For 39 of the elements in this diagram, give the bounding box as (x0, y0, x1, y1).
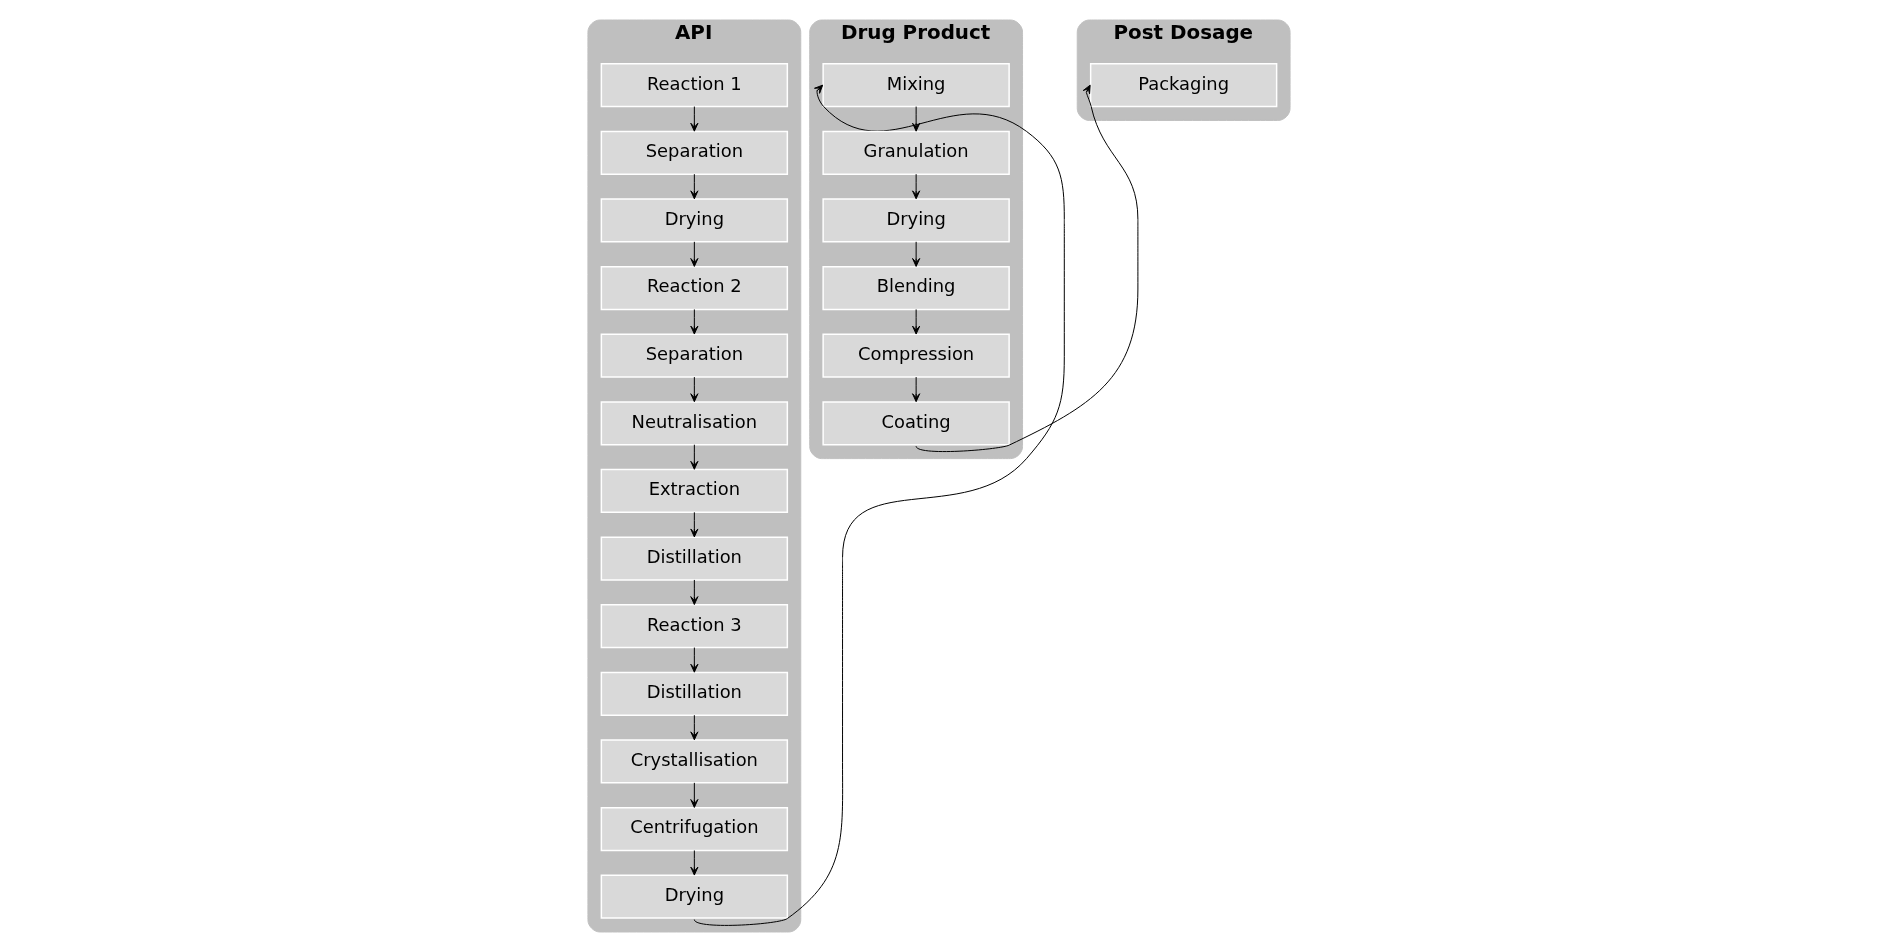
node-box: Centrifugation (600, 806, 789, 852)
arrow (690, 714, 699, 741)
node-box: Distillation (600, 536, 789, 581)
arrow (690, 511, 699, 538)
arrow (912, 241, 921, 267)
node-box: Reaction 1 (600, 63, 789, 108)
node-box: Blending (822, 265, 1010, 311)
arrow (690, 782, 699, 808)
node-box: Drying (600, 198, 789, 243)
node-box: Reaction 2 (600, 265, 789, 311)
arrow (693, 84, 1065, 926)
arrow (690, 106, 699, 132)
node-box: Drying (600, 874, 789, 919)
node-box: Packaging (1089, 63, 1278, 108)
node-box: Reaction 3 (600, 604, 789, 649)
arrow (690, 241, 699, 267)
arrow (690, 849, 699, 876)
arrow (690, 444, 699, 470)
node-box: Distillation (600, 671, 789, 716)
node-box: Compression (822, 333, 1010, 378)
arrow (690, 579, 699, 606)
arrow (915, 84, 1139, 453)
arrow (690, 647, 699, 673)
arrow (690, 308, 699, 335)
node-box: Separation (600, 130, 789, 175)
arrow (690, 376, 699, 403)
node-box: Separation (600, 333, 789, 378)
arrow (912, 376, 921, 403)
arrow (912, 308, 921, 335)
node-box: Neutralisation (600, 401, 789, 446)
node-box: Extraction (600, 468, 789, 514)
node-box: Coating (822, 401, 1010, 446)
arrow (912, 173, 921, 200)
node-box: Mixing (822, 63, 1010, 108)
node-box: Drying (822, 198, 1010, 243)
node-box: Crystallisation (600, 739, 789, 784)
arrow (912, 106, 921, 132)
node-box: Granulation (822, 130, 1010, 175)
arrow (690, 173, 699, 200)
